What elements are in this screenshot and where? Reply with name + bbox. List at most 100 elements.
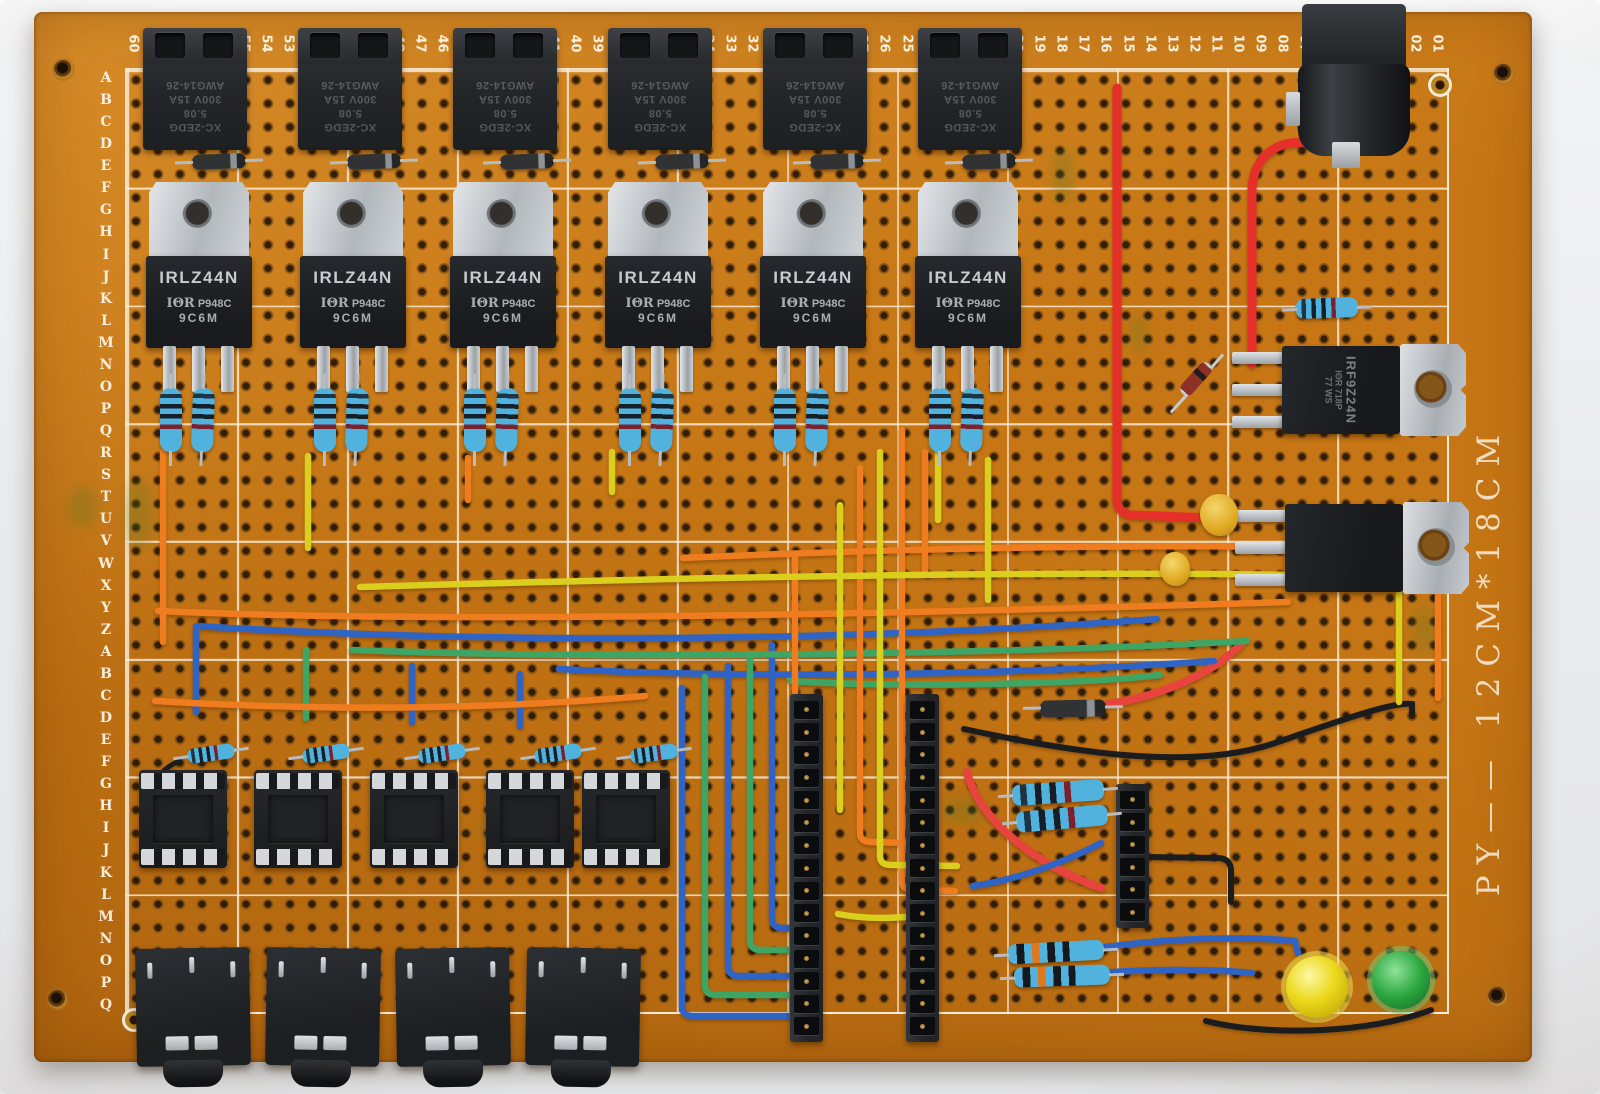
jumper-wire bbox=[154, 598, 1292, 621]
header-socket bbox=[910, 859, 935, 877]
tab-hole bbox=[641, 199, 675, 233]
terminal-wire-entry bbox=[453, 28, 557, 64]
terminal-awg-text: AWG14-26 bbox=[785, 79, 845, 92]
jack-pin-slot bbox=[621, 962, 627, 979]
row-letter: K bbox=[99, 290, 113, 307]
jack-pin-slot bbox=[490, 961, 496, 978]
ir-logo: IΘR bbox=[470, 296, 499, 311]
header-socket bbox=[794, 836, 819, 855]
header-socket bbox=[910, 904, 935, 923]
jumper-wire bbox=[961, 700, 1415, 761]
female-pin-header bbox=[790, 694, 823, 1042]
metal-film-resistor bbox=[314, 374, 336, 466]
header-socket bbox=[910, 994, 935, 1013]
header-socket bbox=[910, 723, 935, 742]
row-letter: G bbox=[100, 202, 112, 219]
dc-jack-rear bbox=[1302, 4, 1406, 70]
mosfet-part-number: IRLZ44N bbox=[159, 268, 239, 287]
jack-pin-slot bbox=[278, 961, 284, 978]
tab-hole bbox=[182, 199, 216, 233]
audio-jack bbox=[134, 947, 252, 1088]
socket-cavity bbox=[268, 795, 328, 843]
row-letter: H bbox=[99, 224, 113, 241]
terminal-slot bbox=[978, 33, 1008, 58]
to220-regulator bbox=[1235, 502, 1469, 596]
metal-film-resistor bbox=[619, 374, 641, 466]
jumper-wire bbox=[724, 662, 801, 980]
mosfet-leg bbox=[680, 346, 693, 392]
header-socket bbox=[794, 904, 819, 923]
header-socket bbox=[910, 745, 935, 764]
tab-hole bbox=[1417, 528, 1455, 566]
header-socket bbox=[794, 972, 819, 991]
to220-package bbox=[1285, 504, 1403, 592]
metal-film-resistor bbox=[464, 374, 486, 466]
row-letter: X bbox=[100, 577, 112, 594]
terminal-slot bbox=[823, 33, 853, 58]
row-letter: I bbox=[102, 820, 110, 837]
rectifier-diode bbox=[654, 153, 710, 170]
mosfet-logo-line: IΘR P948C bbox=[781, 296, 846, 311]
header-socket bbox=[1120, 858, 1145, 877]
mosfet-leg bbox=[622, 346, 635, 392]
to220-leg bbox=[1232, 416, 1286, 428]
jack-barrel bbox=[162, 1059, 224, 1088]
header-socket bbox=[910, 700, 935, 719]
to220-leg bbox=[1232, 352, 1286, 364]
terminal-slot bbox=[310, 33, 340, 58]
row-letter: G bbox=[100, 776, 112, 793]
terminal-pitch-text: 5.08 bbox=[958, 107, 982, 120]
socket-contacts bbox=[372, 849, 456, 865]
flux-stain bbox=[1052, 148, 1074, 204]
row-letter: O bbox=[99, 378, 113, 395]
terminal-slot bbox=[775, 33, 805, 58]
metal-film-resistor bbox=[774, 374, 796, 466]
socket-contacts bbox=[256, 773, 340, 789]
heatsink-tab bbox=[1400, 344, 1466, 436]
terminal-rating-text: 300V 15A bbox=[788, 93, 842, 106]
header-socket bbox=[910, 836, 935, 855]
rectifier-diode bbox=[1039, 699, 1107, 718]
jumper-wire bbox=[969, 839, 1105, 890]
mosfet-lot-code: 9C6M bbox=[332, 311, 373, 325]
terminal-rating-text: 300V 15A bbox=[323, 93, 377, 106]
rectifier-diode bbox=[961, 153, 1017, 170]
header-socket bbox=[910, 791, 935, 810]
mosfet-logo-line: IΘR P948C bbox=[321, 296, 386, 311]
row-letter: F bbox=[101, 180, 111, 197]
row-letter: Q bbox=[99, 423, 113, 440]
jumper-wire bbox=[963, 768, 1105, 892]
mosfet-lot-code: 9C6M bbox=[792, 311, 833, 325]
metal-film-resistor bbox=[804, 387, 830, 453]
dip8-socket bbox=[582, 770, 670, 868]
jumper-wire bbox=[555, 657, 1218, 678]
terminal-rating-text: 300V 15A bbox=[633, 93, 687, 106]
heatsink-tab bbox=[149, 182, 249, 258]
terminal-pitch-text: 5.08 bbox=[493, 107, 517, 120]
tab-hole bbox=[486, 199, 520, 233]
jumper-wire bbox=[701, 673, 801, 999]
header-socket bbox=[794, 949, 819, 968]
row-letter: E bbox=[100, 158, 112, 175]
row-letter: J bbox=[102, 842, 110, 859]
terminal-rating-text: 300V 15A bbox=[943, 93, 997, 106]
mosfet-leg bbox=[317, 346, 330, 392]
flux-stain bbox=[125, 478, 153, 550]
ir-logo: IΘR bbox=[780, 296, 809, 311]
row-letter: I bbox=[102, 246, 110, 263]
row-letter: C bbox=[100, 114, 112, 131]
row-letter: L bbox=[101, 886, 111, 903]
ir-logo: IΘR bbox=[166, 296, 195, 311]
jack-pin-slot bbox=[407, 962, 413, 979]
mosfet-part-number: IRLZ44N bbox=[928, 268, 1008, 287]
